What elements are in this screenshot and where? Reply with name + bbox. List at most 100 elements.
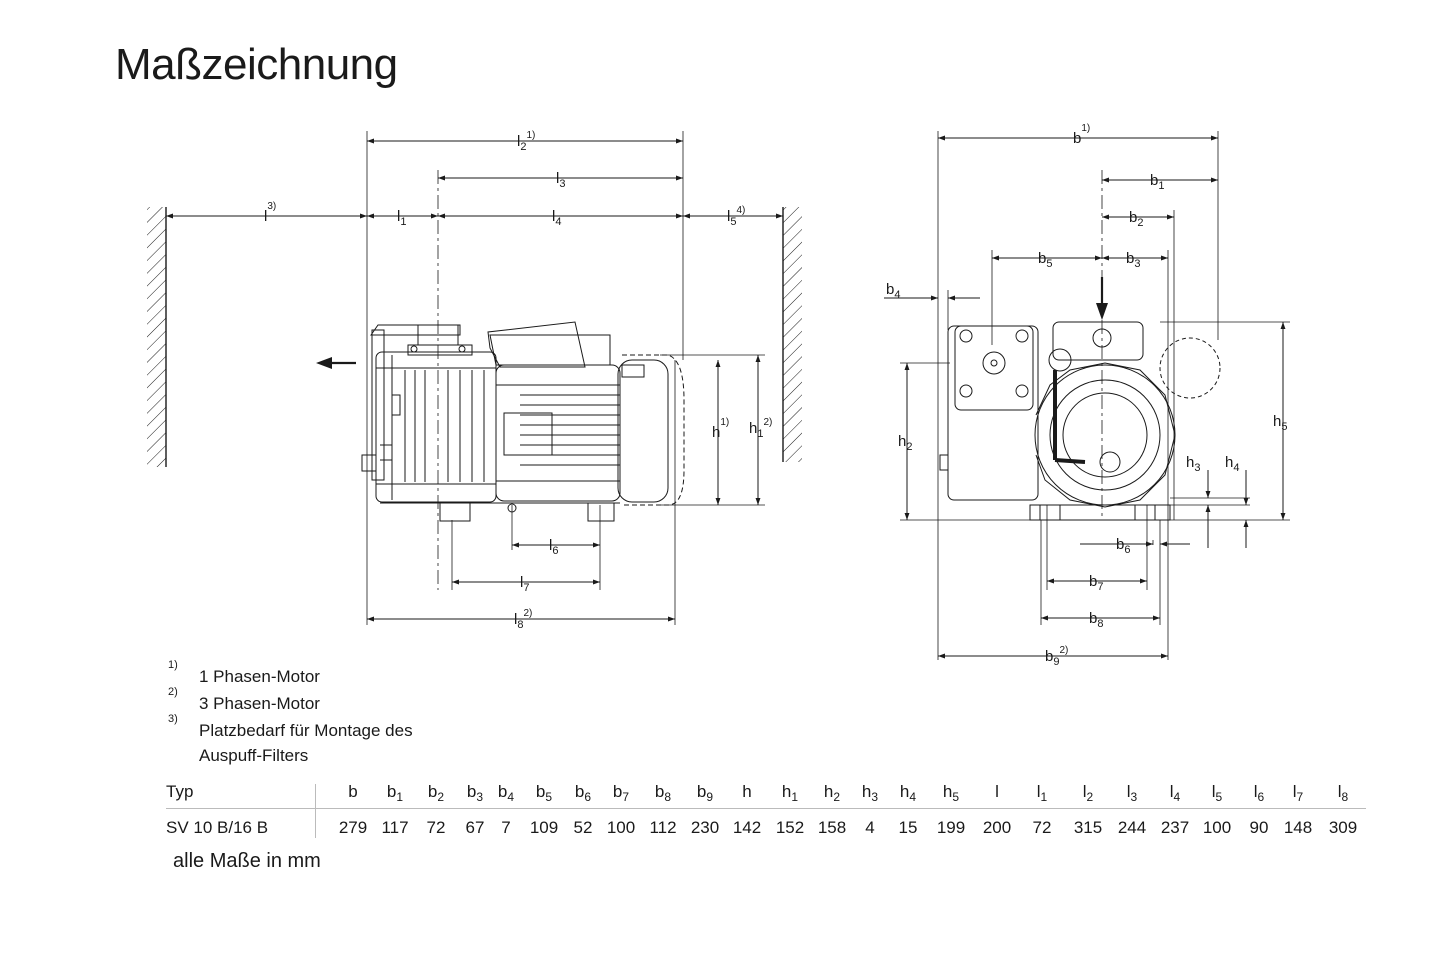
footnote-marker: 1) <box>168 659 178 671</box>
label-l6: l6 <box>549 537 558 557</box>
table-cell: 244 <box>1117 818 1147 837</box>
table-row: SV 10 B/16 B 279 117 72 67 7 109 52 100 112 230 14… <box>166 809 1366 841</box>
table-cell: 200 <box>982 818 1012 837</box>
column-header: l4 <box>1169 782 1181 804</box>
column-header: b7 <box>612 782 630 804</box>
table-cell: 100 <box>606 818 636 837</box>
table-cell: 279 <box>338 818 368 837</box>
label-h2: h2 <box>898 433 912 453</box>
label-l1: l1 <box>397 208 406 228</box>
column-header: l <box>995 782 999 801</box>
column-header: b6 <box>574 782 592 804</box>
label-b2: b2 <box>1129 209 1143 229</box>
side-view <box>147 131 802 625</box>
table-divider <box>315 784 316 838</box>
table-cell: 15 <box>898 818 918 837</box>
label-b6: b6 <box>1116 536 1130 556</box>
table-cell: 148 <box>1283 818 1313 837</box>
label-h5: h5 <box>1273 413 1287 433</box>
label-l7: l7 <box>520 574 529 594</box>
column-header: b5 <box>535 782 553 804</box>
side-view-labels: l3) l1 l21) l3 l4 l54) l6 l7 l82) h1) h1… <box>264 130 772 631</box>
label-h3: h3 <box>1186 454 1200 474</box>
left-wall-hatch <box>147 207 167 467</box>
label-b8: b8 <box>1089 610 1103 630</box>
column-header: l1 <box>1036 782 1048 804</box>
column-header: h4 <box>899 782 917 804</box>
label-b3: b3 <box>1126 250 1140 270</box>
footnote-text: 1 Phasen-Motor <box>199 667 320 686</box>
column-header: b <box>348 782 358 801</box>
label-h1: h12) <box>749 417 772 440</box>
table-cell: 237 <box>1160 818 1190 837</box>
label-b9: b92) <box>1045 645 1068 668</box>
page-title: Maßzeichnung <box>115 40 398 89</box>
column-header: l2 <box>1082 782 1094 804</box>
column-header: h2 <box>823 782 841 804</box>
right-wall-hatch <box>782 207 802 462</box>
exhaust-arrow-icon <box>316 357 356 369</box>
column-header: l5 <box>1211 782 1223 804</box>
pump-side-body <box>361 321 685 522</box>
column-header: b3 <box>466 782 484 804</box>
table-cell: 72 <box>1032 818 1052 837</box>
dimension-table: Typ b b1 b2 b3 b4 b5 b6 b7 b8 b9 h h1 h2 h3 h4 h5 l l1 l2 l… <box>166 776 1366 841</box>
label-b1: b1 <box>1150 172 1164 192</box>
table-cell: 142 <box>732 818 762 837</box>
label-l4: l4 <box>552 208 561 228</box>
column-header: b4 <box>497 782 515 804</box>
table-cell: 230 <box>690 818 720 837</box>
table-cell: 158 <box>817 818 847 837</box>
footnote-text: Platzbedarf für Montage des Auspuff-Filt… <box>199 721 413 765</box>
label-b: b1) <box>1073 123 1090 147</box>
label-b5: b5 <box>1038 250 1052 270</box>
inlet-arrow-icon <box>1096 277 1108 320</box>
label-l8: l82) <box>514 608 532 631</box>
table-cell: 109 <box>529 818 559 837</box>
table-cell: 100 <box>1202 818 1232 837</box>
label-l5: l54) <box>727 205 745 228</box>
header-typ: Typ <box>166 782 194 801</box>
table-cell: 4 <box>865 818 875 837</box>
table-cell: 72 <box>426 818 446 837</box>
table-cell: 315 <box>1073 818 1103 837</box>
label-l3: l3 <box>556 170 565 190</box>
label-h: h1) <box>712 417 729 441</box>
unit-note: alle Maße in mm <box>173 850 321 872</box>
pump-front-body <box>939 321 1221 521</box>
footnote-marker: 3) <box>168 713 178 725</box>
column-header: h3 <box>861 782 879 804</box>
table-cell: 309 <box>1328 818 1358 837</box>
footnote-marker: 2) <box>168 686 178 698</box>
column-header: h1 <box>781 782 799 804</box>
footnote-text: 3 Phasen-Motor <box>199 694 320 713</box>
column-header: b1 <box>386 782 404 804</box>
table-cell: 152 <box>775 818 805 837</box>
label-b7: b7 <box>1089 573 1103 593</box>
table-cell: 112 <box>649 818 677 837</box>
column-header: l6 <box>1253 782 1265 804</box>
column-header: l7 <box>1292 782 1304 804</box>
table-cell: 7 <box>501 818 511 837</box>
table-cell: 67 <box>465 818 485 837</box>
column-header: h <box>742 782 752 801</box>
front-view-labels: b1) b1 b2 b3 b4 b5 b6 b7 b8 b92) h2 h3 h… <box>886 123 1287 668</box>
label-b4: b4 <box>886 281 900 301</box>
column-header: b8 <box>654 782 672 804</box>
column-header: l8 <box>1337 782 1349 804</box>
column-header: b9 <box>696 782 714 804</box>
cell-type: SV 10 B/16 B <box>166 818 269 837</box>
table-header-row: Typ b b1 b2 b3 b4 b5 b6 b7 b8 b9 h h1 h2 h3 h4 h5 l l1 l2 l… <box>166 776 1366 809</box>
label-h4: h4 <box>1225 454 1239 474</box>
label-l: l3) <box>264 201 276 225</box>
table-cell: 90 <box>1249 818 1269 837</box>
column-header: l3 <box>1126 782 1138 804</box>
table-cell: 199 <box>936 818 966 837</box>
label-l2: l21) <box>517 130 535 153</box>
column-header: b2 <box>427 782 445 804</box>
table-cell: 52 <box>573 818 593 837</box>
front-view <box>884 131 1290 660</box>
column-header: h5 <box>942 782 960 804</box>
table-cell: 117 <box>381 818 409 837</box>
